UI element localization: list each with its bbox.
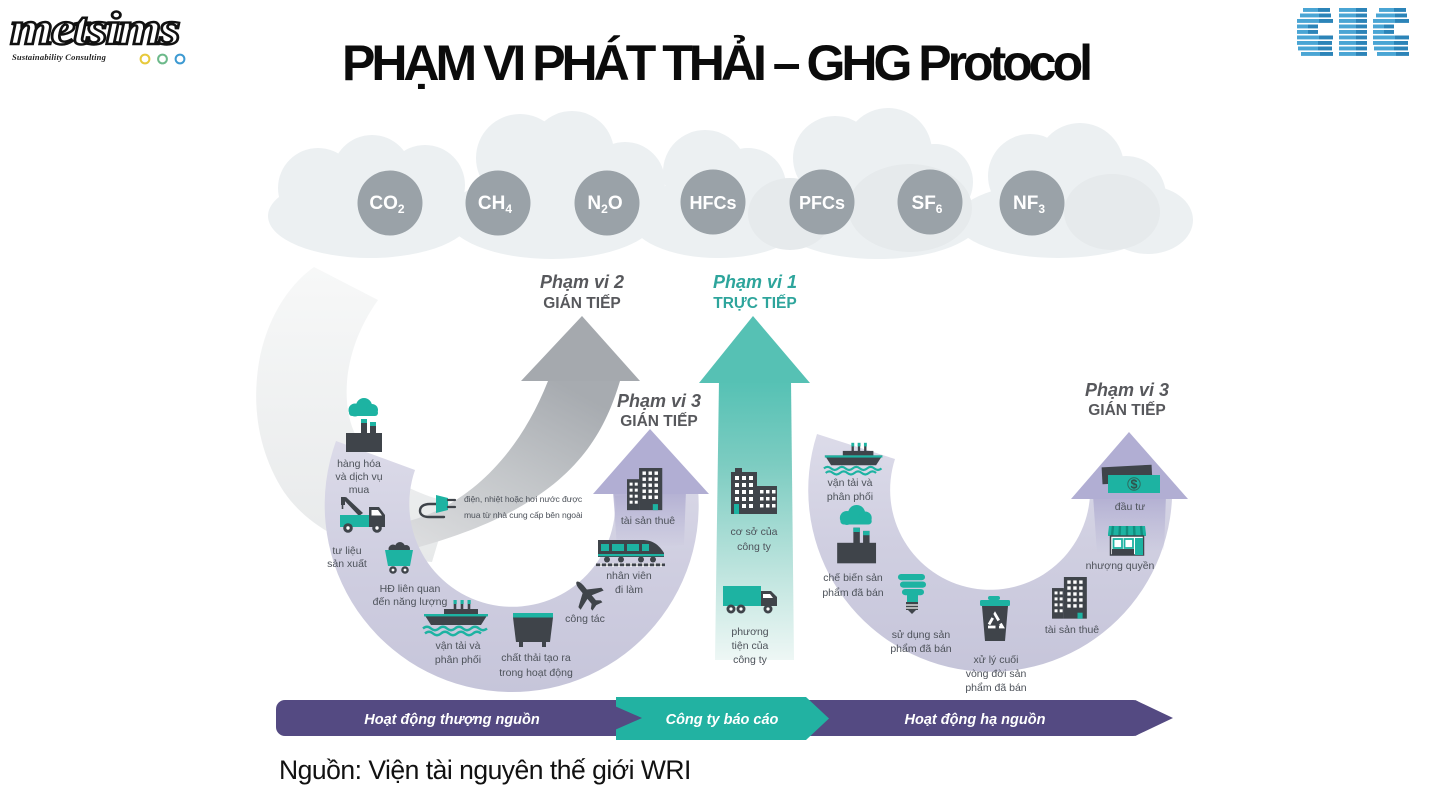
svg-text:đến năng lượng: đến năng lượng <box>373 596 448 608</box>
svg-text:phương: phương <box>731 626 768 638</box>
svg-text:phân phối: phân phối <box>435 654 481 666</box>
svg-text:GIÁN TIẾP: GIÁN TIẾP <box>543 295 621 312</box>
svg-text:nhân viên: nhân viên <box>606 570 652 582</box>
svg-text:$: $ <box>1131 478 1138 492</box>
svg-text:tiện của: tiện của <box>732 640 769 652</box>
svg-text:Phạm vi 3: Phạm vi 3 <box>1085 380 1169 400</box>
svg-text:Hoạt động thượng nguồn: Hoạt động thượng nguồn <box>364 712 540 728</box>
svg-text:phẩm đã bán: phẩm đã bán <box>965 682 1026 694</box>
svg-text:vòng đời sản: vòng đời sản <box>966 668 1027 680</box>
svg-text:Công ty báo cáo: Công ty báo cáo <box>666 712 779 728</box>
svg-text:xử lý cuối: xử lý cuối <box>974 654 1019 666</box>
svg-text:vận tải và: vận tải và <box>436 640 481 652</box>
svg-text:sử dụng sản: sử dụng sản <box>892 629 951 641</box>
svg-text:HFCs: HFCs <box>689 193 736 213</box>
svg-text:NF3: NF3 <box>1013 193 1045 216</box>
svg-text:phẩm đã bán: phẩm đã bán <box>890 643 951 655</box>
svg-text:vận tải và: vận tải và <box>828 477 873 489</box>
svg-text:Phạm vi 2: Phạm vi 2 <box>540 272 624 292</box>
svg-text:công ty: công ty <box>737 541 772 553</box>
svg-text:phân phối: phân phối <box>827 491 873 503</box>
svg-text:công tác: công tác <box>565 613 605 625</box>
svg-text:chất thải tạo ra: chất thải tạo ra <box>501 652 571 664</box>
svg-text:mua từ nhà cung cấp bên ngoài: mua từ nhà cung cấp bên ngoài <box>464 510 583 520</box>
svg-text:CH4: CH4 <box>478 193 512 216</box>
svg-text:SF6: SF6 <box>912 193 943 216</box>
svg-text:tài sản thuê: tài sản thuê <box>1045 624 1099 636</box>
svg-text:công ty: công ty <box>733 654 768 666</box>
svg-text:HĐ liên quan: HĐ liên quan <box>380 583 441 595</box>
svg-text:mua: mua <box>349 484 370 496</box>
svg-text:Hoạt động hạ nguồn: Hoạt động hạ nguồn <box>905 712 1046 728</box>
svg-text:TRỰC TIẾP: TRỰC TIẾP <box>713 295 796 312</box>
svg-text:nhượng quyền: nhượng quyền <box>1086 560 1155 572</box>
svg-text:điện, nhiệt hoặc hơi nước được: điện, nhiệt hoặc hơi nước được <box>464 494 583 504</box>
svg-text:tư liệu: tư liệu <box>332 545 361 557</box>
svg-text:đi làm: đi làm <box>615 584 643 596</box>
svg-text:Phạm vi 1: Phạm vi 1 <box>713 272 797 292</box>
svg-text:sản xuất: sản xuất <box>327 558 367 570</box>
svg-text:trong hoạt động: trong hoạt động <box>499 667 573 679</box>
svg-text:N2O: N2O <box>587 193 622 216</box>
svg-text:PFCs: PFCs <box>799 193 845 213</box>
svg-text:cơ sở của: cơ sở của <box>730 526 777 538</box>
svg-text:CO2: CO2 <box>369 193 405 216</box>
svg-text:GIÁN TIẾP: GIÁN TIẾP <box>620 413 698 430</box>
svg-text:phẩm đã bán: phẩm đã bán <box>822 587 883 599</box>
svg-text:đầu tư: đầu tư <box>1115 501 1145 513</box>
svg-text:tài sản thuê: tài sản thuê <box>621 515 675 527</box>
svg-text:GIÁN TIẾP: GIÁN TIẾP <box>1088 402 1166 419</box>
svg-text:và dịch vụ: và dịch vụ <box>335 471 382 483</box>
svg-text:chế biến sản: chế biến sản <box>823 572 883 584</box>
svg-text:hàng hóa: hàng hóa <box>337 458 381 470</box>
svg-text:Phạm vi 3: Phạm vi 3 <box>617 391 701 411</box>
